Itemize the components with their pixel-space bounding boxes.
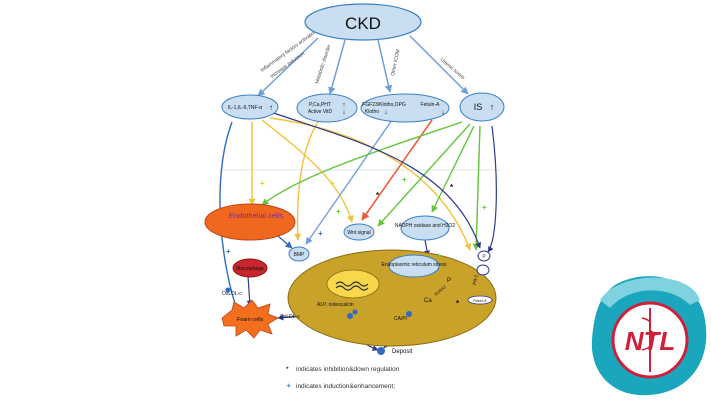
oxldl-dot — [225, 287, 231, 293]
markers: + + + + + + + + * * * — [226, 175, 487, 308]
star-marker: * — [376, 191, 380, 200]
arrow-ckd-hormones — [377, 39, 393, 93]
pit1-receptor-icon — [477, 250, 491, 262]
ca-label: Ca — [424, 298, 432, 304]
foam-label: Foam cells — [237, 317, 264, 323]
deposit-icon — [377, 347, 385, 355]
label-other: Other ICOM — [390, 49, 401, 77]
plus-marker: + — [260, 179, 265, 188]
inflammation-label: IL-1,IL-6,TNF-α — [228, 105, 262, 111]
plus-marker: + — [436, 251, 441, 260]
arrow-endothelial-bmp — [277, 235, 293, 249]
fetuin-down-icon: ↓ — [441, 109, 445, 116]
plus-marker: + — [402, 175, 407, 184]
legend-inhibition-text: indicates inhibition&down regulation — [296, 366, 400, 373]
is-node — [459, 92, 505, 122]
capi-dot — [406, 311, 412, 317]
bmp-node — [288, 246, 310, 262]
arrow-ckd-mineral — [328, 39, 346, 95]
arrow-ckd-inflammation — [257, 37, 319, 97]
capi-label: CA/Pi — [394, 316, 407, 322]
dna-icon-2 — [335, 285, 369, 291]
arrow-inflam-wnt — [261, 119, 354, 223]
plus-marker: + — [318, 229, 323, 238]
mineral-node — [296, 93, 358, 123]
ntl-logo: NTL — [591, 276, 707, 396]
mineral-up-icon: ↑ — [342, 102, 346, 109]
star-marker: * — [456, 299, 460, 308]
arrow-mineral-bmp — [294, 121, 319, 241]
nucleus-ellipse — [326, 269, 380, 299]
hormone-label-1: FGF23/Klotho,OPG — [362, 102, 406, 108]
legend-induction: ✦ indicates induction&enhancement; — [286, 382, 395, 390]
arrow-is-nadph — [431, 125, 475, 213]
dna-icon — [335, 281, 369, 287]
plus-marker: + — [226, 247, 231, 256]
fetuin-label: Fetuin-A — [421, 102, 441, 108]
logo-text: NTL — [625, 326, 676, 356]
is-up-icon: ↑ — [490, 102, 495, 112]
osteocalcin-dot-2 — [352, 309, 358, 315]
ckd-node — [304, 3, 422, 41]
plus-marker: + — [336, 207, 341, 216]
alp-label-1: ALP, osteocalcin — [317, 302, 354, 308]
macrophage-cell — [232, 258, 268, 278]
plus-marker: + — [482, 203, 487, 212]
arrow-is-right — [487, 125, 497, 253]
ckd-label: CKD — [345, 14, 381, 33]
inflammation-node — [221, 94, 279, 120]
foam-cells — [221, 299, 279, 339]
oxldl-label-2: OxLDL-c — [280, 314, 300, 320]
hormone-label-2: Klotho — [365, 109, 379, 115]
ckd-arrows — [257, 35, 469, 97]
plus-marker: + — [330, 179, 335, 188]
receptor-p-icon: P — [482, 254, 486, 260]
arrow-dark-sweep — [264, 109, 482, 249]
er-stress-node — [388, 254, 440, 278]
star-marker: * — [450, 183, 454, 192]
arrow-hormone-bmp — [305, 119, 393, 245]
logo-swoosh-light — [600, 277, 700, 308]
caduceus-icon — [641, 317, 659, 351]
osteocalcin-dot — [347, 313, 353, 319]
mineral-label-1: P,Ca,PHT — [309, 102, 331, 108]
arrow-is-pit — [472, 125, 481, 251]
arrow-is-endothelial — [261, 121, 463, 206]
endothelial-label: Endothelial cells — [229, 211, 283, 220]
mineral-label-2: Active VitD — [308, 109, 333, 115]
inflammation-up-icon: ↑ — [269, 103, 273, 112]
er-stress-label: Endoplasmic reticulum stress — [381, 262, 447, 268]
arrow-ckd-is — [409, 35, 469, 95]
legend-induction-text: indicates induction&enhancement; — [296, 383, 396, 390]
macrophage-label: Macrophage — [236, 266, 264, 272]
mineral-down-icon: ↓ — [342, 109, 346, 116]
endothelial-cell — [204, 203, 296, 241]
legend-inhibition: * indicates inhibition&down regulation — [286, 366, 399, 373]
p-label: P — [447, 278, 451, 284]
bmp-label: BMP — [294, 252, 306, 258]
deposit-label: Deposit — [392, 349, 413, 355]
fetuin-box — [467, 295, 493, 305]
pit1-receptor-icon-2 — [476, 264, 490, 276]
arrow-macrophage-foam — [246, 275, 253, 307]
legend-star-icon: * — [286, 366, 289, 373]
hormone-down-icon: ↓ — [384, 109, 388, 116]
legend-plus-icon: ✦ — [286, 383, 292, 390]
arrow-inflam-pit — [269, 117, 472, 251]
wnt-node — [343, 223, 375, 241]
nadph-node — [400, 215, 450, 241]
nadph-label: NADPH oxidase and H2O2 — [395, 223, 456, 229]
label-metabolic: Metabolic disorder — [314, 44, 332, 85]
is-label: IS — [474, 102, 483, 112]
wnt-label: Wnt signal — [347, 230, 370, 236]
hormone-node — [360, 93, 450, 123]
fetuin-box-label: Fetuin-A — [473, 299, 487, 303]
oxldl-label-1: OxLDL-c — [222, 291, 242, 297]
pit1-label: Pit-1 — [472, 274, 480, 285]
